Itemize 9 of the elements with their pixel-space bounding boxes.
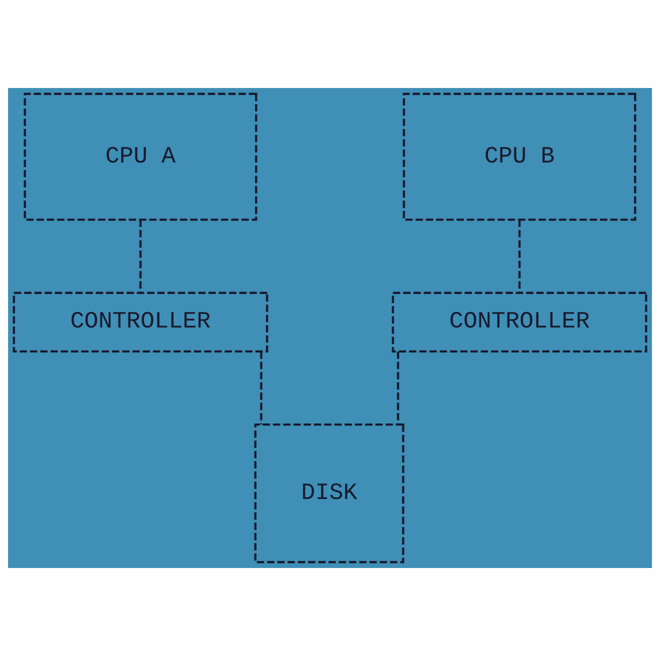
connector [260,352,262,425]
node-box: DISK [254,423,404,564]
connector [139,220,142,293]
connector [518,220,521,293]
node-box: CPU B [402,92,636,221]
node-box: CONTROLLER [392,292,648,353]
connector [396,352,400,425]
node-box: CONTROLLER [12,292,268,353]
node-box: CPU A [24,92,258,221]
